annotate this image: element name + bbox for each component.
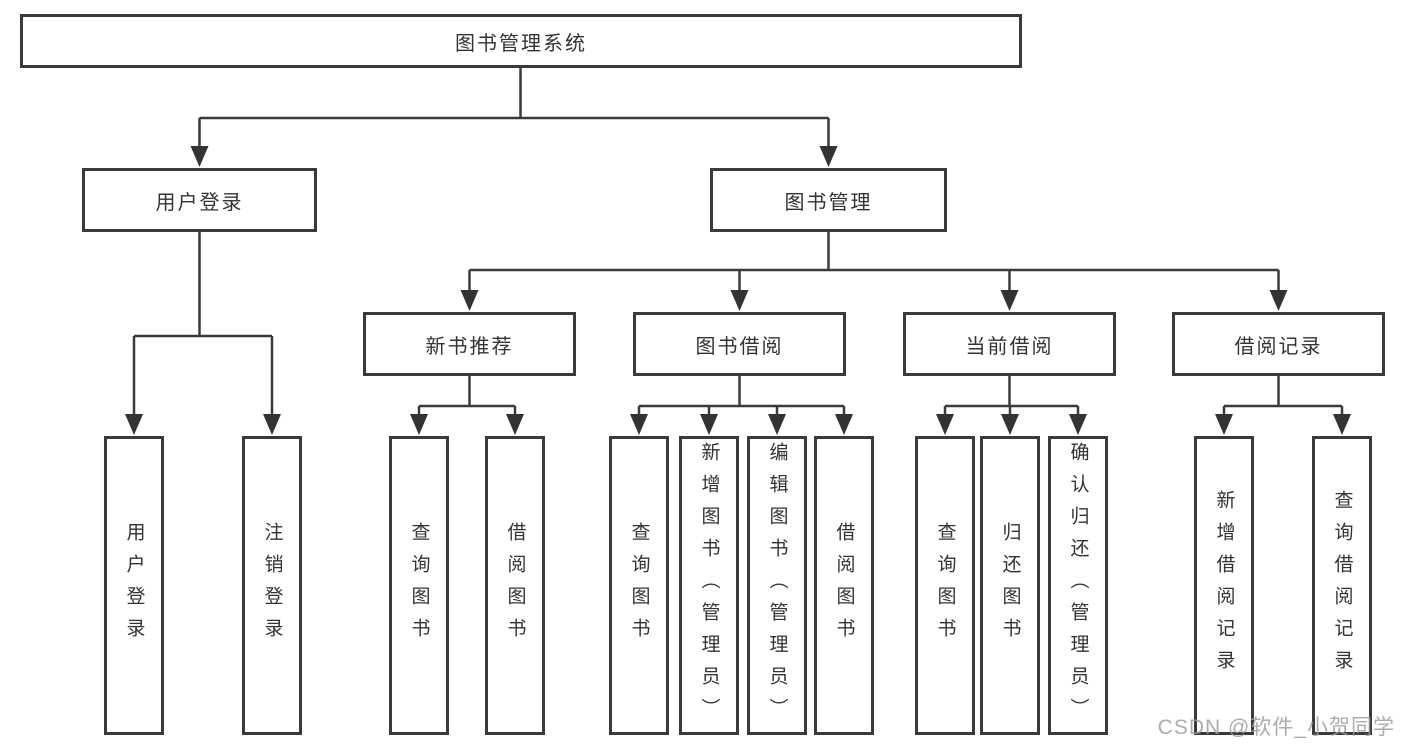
node-book-borrow-label: 图书借阅 [695, 335, 784, 358]
node-current-borrow-label: 当前借阅 [965, 335, 1054, 358]
leaf-logout: 注销登录 [242, 436, 302, 735]
leaf-current-return: 归还图书 [980, 436, 1040, 735]
leaf-newbooks-query: 查询图书 [389, 436, 449, 735]
arrowhead-icon [768, 414, 786, 435]
node-user-login: 用户登录 [82, 168, 317, 232]
node-book-borrow: 图书借阅 [633, 312, 846, 376]
leaf-borrow-edit: 编辑图书（管理员） [747, 436, 807, 735]
arrowhead-icon [125, 414, 143, 435]
leaf-records-query: 查询借阅记录 [1312, 436, 1372, 735]
node-book-mgmt: 图书管理 [710, 168, 947, 232]
node-borrow-records: 借阅记录 [1172, 312, 1385, 376]
connector-root-to-level2 [190, 68, 838, 167]
connector-current-borrow-to-leaves [936, 376, 1087, 435]
connector-new-books-to-leaves [410, 376, 524, 435]
arrowhead-icon [263, 414, 281, 435]
leaf-current-query-label: 查询图书 [934, 521, 956, 650]
node-book-mgmt-label: 图书管理 [784, 191, 873, 214]
leaf-borrow-add-label: 新增图书（管理员） [698, 441, 720, 730]
connector-user-login-to-leaves [125, 232, 281, 435]
leaf-newbooks-query-label: 查询图书 [408, 521, 430, 650]
leaf-borrow-edit-label: 编辑图书（管理员） [766, 441, 788, 730]
leaf-current-confirm-label: 确认归还（管理员） [1067, 441, 1089, 730]
node-root-label: 图书管理系统 [455, 32, 587, 55]
arrowhead-icon [460, 290, 479, 311]
leaf-user-login-label: 用户登录 [123, 521, 145, 650]
leaf-borrow-query: 查询图书 [609, 436, 669, 735]
arrowhead-icon [730, 290, 749, 311]
node-new-books: 新书推荐 [363, 312, 576, 376]
arrowhead-icon [1333, 414, 1351, 435]
arrowhead-icon [1000, 290, 1019, 311]
arrowhead-icon [190, 146, 209, 167]
arrowhead-icon [700, 414, 718, 435]
leaf-current-return-label: 归还图书 [999, 521, 1021, 650]
leaf-borrow-query-label: 查询图书 [628, 521, 650, 650]
connector-book-borrow-to-leaves [630, 376, 853, 435]
leaf-logout-label: 注销登录 [261, 521, 283, 650]
csdn-watermark: CSDN @软件_小贺同学 [1157, 716, 1395, 739]
leaf-newbooks-borrow: 借阅图书 [485, 436, 545, 735]
leaf-borrow-borrow: 借阅图书 [814, 436, 874, 735]
arrowhead-icon [835, 414, 853, 435]
leaf-current-query: 查询图书 [915, 436, 975, 735]
leaf-user-login: 用户登录 [104, 436, 164, 735]
connector-book-mgmt-to-level3 [460, 232, 1288, 311]
leaf-borrow-add: 新增图书（管理员） [679, 436, 739, 735]
leaf-newbooks-borrow-label: 借阅图书 [504, 521, 526, 650]
arrowhead-icon [1215, 414, 1233, 435]
node-root: 图书管理系统 [20, 14, 1022, 68]
arrowhead-icon [506, 414, 524, 435]
node-new-books-label: 新书推荐 [425, 335, 514, 358]
node-current-borrow: 当前借阅 [903, 312, 1116, 376]
leaf-records-add-label: 新增借阅记录 [1213, 489, 1235, 682]
leaf-borrow-borrow-label: 借阅图书 [833, 521, 855, 650]
arrowhead-icon [630, 414, 648, 435]
node-borrow-records-label: 借阅记录 [1234, 335, 1323, 358]
arrowhead-icon [936, 414, 954, 435]
node-user-login-label: 用户登录 [155, 191, 244, 214]
arrowhead-icon [1069, 414, 1087, 435]
arrowhead-icon [1001, 414, 1019, 435]
arrowhead-icon [819, 146, 838, 167]
arrowhead-icon [410, 414, 428, 435]
leaf-records-add: 新增借阅记录 [1194, 436, 1254, 735]
connector-borrow-records-to-leaves [1215, 376, 1351, 435]
arrowhead-icon [1269, 290, 1288, 311]
leaf-records-query-label: 查询借阅记录 [1331, 489, 1353, 682]
leaf-current-confirm: 确认归还（管理员） [1048, 436, 1108, 735]
